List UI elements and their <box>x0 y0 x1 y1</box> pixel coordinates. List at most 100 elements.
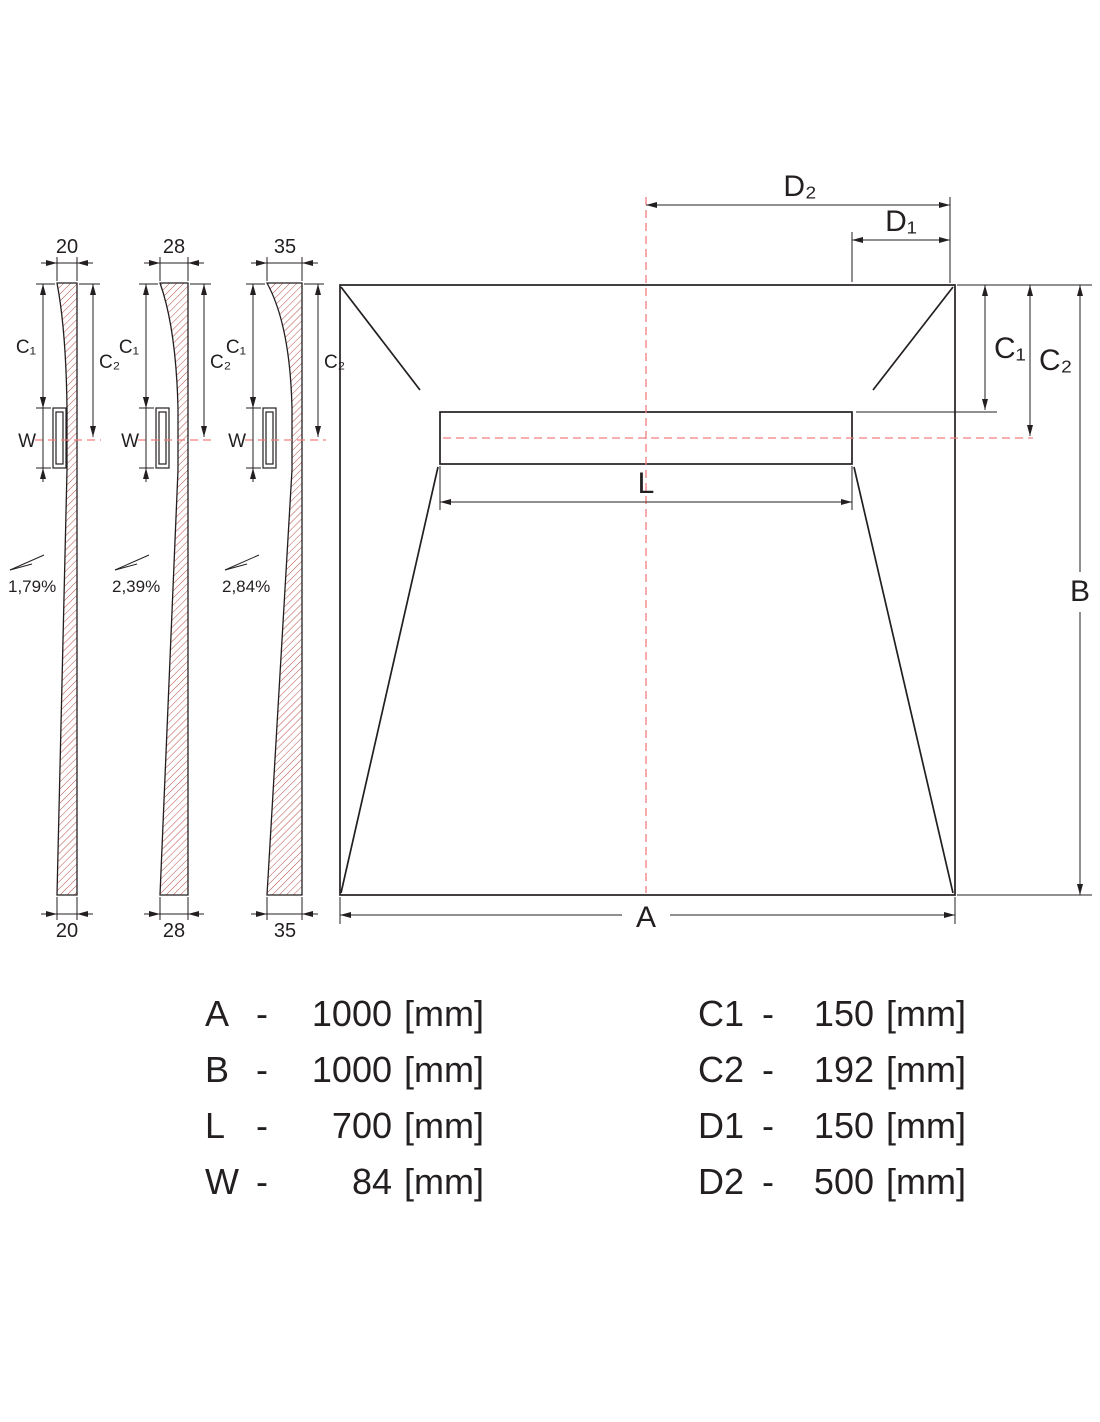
table-name: B <box>205 1049 229 1090</box>
table-value: 500 <box>814 1161 874 1202</box>
section-body <box>265 282 303 896</box>
c1-dimension: C₁ <box>16 283 55 409</box>
slope-icon <box>224 554 260 571</box>
table-separator: - <box>256 1105 268 1146</box>
section-c1-label: C₁ <box>16 337 36 358</box>
table-unit: [mm] <box>404 1105 484 1146</box>
c2-dimension: C₂ <box>190 283 231 437</box>
table-unit: [mm] <box>404 1161 484 1202</box>
plan-c1-label: C₁ <box>994 332 1026 365</box>
plan-d2-label: D₂ <box>783 170 816 203</box>
table-row-d1: D1 - 150 [mm] <box>698 1105 966 1146</box>
cross-section-20: 20 C₁ W C₂ 1,79% <box>8 236 120 942</box>
section-bottom-width-label: 35 <box>274 920 296 942</box>
w-dimension: W <box>228 394 261 482</box>
slope-icon <box>9 554 45 571</box>
plan-a-label: A <box>636 901 656 934</box>
section-c2-label: C₂ <box>324 352 345 373</box>
c1-dimension: C₁ <box>982 285 1026 410</box>
drain-outlet-inner <box>55 411 64 465</box>
table-value: 1000 <box>312 993 392 1034</box>
c2-dimension: C₂ <box>79 283 120 437</box>
section-top-width-label: 35 <box>274 236 296 258</box>
table-row-w: W - 84 [mm] <box>205 1161 484 1202</box>
section-w-label: W <box>18 431 36 452</box>
section-body <box>159 282 189 896</box>
section-c2-label: C₂ <box>99 352 120 373</box>
section-c2-label: C₂ <box>210 352 231 373</box>
c2-dimension: C₂ <box>1027 285 1072 436</box>
table-name: W <box>205 1161 239 1202</box>
table-value: 700 <box>332 1105 392 1146</box>
bottom-width-dimension: 35 <box>251 897 318 942</box>
cross-section-35: 35 C₁ W C₂ 2,84% <box>222 236 345 942</box>
c1-dimension: C₁ <box>119 283 158 409</box>
tray-outline <box>339 284 956 896</box>
a-dimension: A <box>340 901 955 934</box>
section-bottom-width-label: 20 <box>56 920 78 942</box>
table-unit: [mm] <box>886 1105 966 1146</box>
section-body <box>56 282 78 896</box>
section-top-width-label: 20 <box>56 236 78 258</box>
table-separator: - <box>762 1105 774 1146</box>
table-unit: [mm] <box>404 993 484 1034</box>
table-unit: [mm] <box>886 1161 966 1202</box>
plan-d1-label: D₁ <box>885 205 917 238</box>
section-slope-label: 2,39% <box>112 577 160 596</box>
l-dimension: L <box>440 467 852 505</box>
table-name: D1 <box>698 1105 744 1146</box>
d2-dimension: D₂ <box>646 170 950 208</box>
bottom-width-dimension: 20 <box>41 897 93 942</box>
section-c1-label: C₁ <box>226 337 246 358</box>
c2-dimension: C₂ <box>304 283 345 437</box>
plan-b-label: B <box>1070 575 1090 608</box>
w-dimension: W <box>121 394 154 482</box>
top-width-dimension: 28 <box>144 236 204 281</box>
table-value: 150 <box>814 1105 874 1146</box>
table-name: D2 <box>698 1161 744 1202</box>
table-separator: - <box>762 1161 774 1202</box>
plan-c2-label: C₂ <box>1039 344 1072 377</box>
section-w-label: W <box>121 431 139 452</box>
bottom-width-dimension: 28 <box>144 897 204 942</box>
table-row-d2: D2 - 500 [mm] <box>698 1161 966 1202</box>
table-value: 1000 <box>312 1049 392 1090</box>
section-slope-label: 1,79% <box>8 577 56 596</box>
section-bottom-width-label: 28 <box>163 920 185 942</box>
table-value: 192 <box>814 1049 874 1090</box>
drain-outlet-inner <box>158 411 167 465</box>
b-dimension: B <box>1070 285 1090 895</box>
table-separator: - <box>256 1161 268 1202</box>
w-dimension: W <box>18 394 51 482</box>
dimension-table: A - 1000 [mm] B - 1000 [mm] L - 700 [mm]… <box>205 993 966 1202</box>
section-top-width-label: 28 <box>163 236 185 258</box>
table-row-l: L - 700 [mm] <box>205 1105 484 1146</box>
d1-dimension: D₁ <box>852 205 950 243</box>
top-width-dimension: 35 <box>251 236 318 281</box>
table-unit: [mm] <box>886 1049 966 1090</box>
table-row-a: A - 1000 [mm] <box>205 993 484 1034</box>
table-name: C2 <box>698 1049 744 1090</box>
c1-dimension: C₁ <box>226 283 265 409</box>
section-w-label: W <box>228 431 246 452</box>
table-separator: - <box>256 993 268 1034</box>
table-name: C1 <box>698 993 744 1034</box>
plan-view: D₂ D₁ C₁ C₂ L B A <box>339 170 1092 934</box>
table-row-c1: C1 - 150 [mm] <box>698 993 966 1034</box>
table-unit: [mm] <box>886 993 966 1034</box>
table-name: A <box>205 993 229 1034</box>
table-separator: - <box>256 1049 268 1090</box>
table-separator: - <box>762 1049 774 1090</box>
cross-section-28: 28 C₁ W C₂ 2,39% <box>112 236 231 942</box>
table-separator: - <box>762 993 774 1034</box>
witness-lines <box>339 197 1092 924</box>
table-unit: [mm] <box>404 1049 484 1090</box>
plan-l-label: L <box>638 467 655 500</box>
table-name: L <box>205 1105 225 1146</box>
drain-outlet-inner <box>265 411 274 465</box>
section-slope-label: 2,84% <box>222 577 270 596</box>
slope-icon <box>114 554 150 571</box>
fold-lines <box>340 286 954 894</box>
table-value: 150 <box>814 993 874 1034</box>
